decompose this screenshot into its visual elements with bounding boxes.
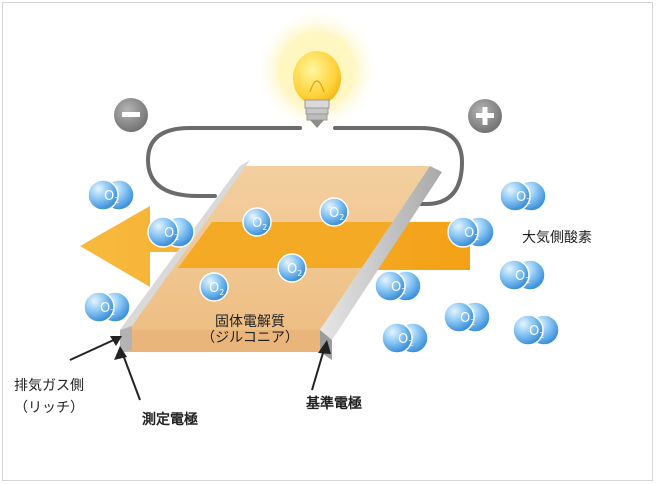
exhaust-gas-label: 排気ガス側 （リッチ） bbox=[14, 378, 84, 416]
electrolyte-label-line2: （ジルコニア） bbox=[201, 330, 299, 346]
oxygen-molecule-icon: O2 bbox=[381, 322, 429, 354]
oxygen-molecule-icon: O2 bbox=[199, 272, 229, 302]
oxygen-molecule-icon: O2 bbox=[83, 291, 131, 323]
oxygen-molecule-icon: O2 bbox=[374, 270, 422, 302]
oxygen-molecule-icon: O2 bbox=[242, 207, 272, 237]
oxygen-molecule-icon: O2 bbox=[512, 314, 560, 346]
exhaust-pointer-arrow bbox=[69, 336, 122, 361]
measuring-electrode-label: 測定電極 bbox=[142, 412, 198, 428]
electrolyte-label-line1: 固体電解質 bbox=[215, 314, 285, 330]
oxygen-molecule-icon: O2 bbox=[498, 259, 546, 291]
oxygen-molecule-icon: O2 bbox=[499, 180, 547, 212]
reference-electrode-plate bbox=[320, 166, 442, 340]
light-bulb-icon bbox=[293, 51, 341, 128]
electrolyte-label: 固体電解質 （ジルコニア） bbox=[175, 314, 325, 346]
oxygen-ion-band bbox=[178, 222, 398, 268]
exhaust-gas-label-line1: 排気ガス側 bbox=[14, 378, 84, 394]
measuring-electrode-base bbox=[120, 326, 132, 352]
oxygen-molecule-icon: O2 bbox=[87, 179, 135, 211]
measuring-electrode-pointer-arrow bbox=[114, 346, 141, 401]
reference-electrode-pointer-arrow bbox=[311, 340, 331, 391]
oxygen-molecule-icon: O2 bbox=[447, 216, 495, 248]
minus-terminal-icon bbox=[114, 98, 148, 132]
exhaust-gas-label-line2: （リッチ） bbox=[14, 400, 84, 416]
oxygen-molecule-icon: O2 bbox=[443, 301, 491, 333]
oxygen-molecule-icon: O2 bbox=[277, 253, 307, 283]
circuit-wire bbox=[145, 126, 465, 206]
plus-terminal-icon bbox=[468, 99, 502, 133]
oxygen-molecule-icon: O2 bbox=[147, 216, 195, 248]
atmosphere-oxygen-label: 大気側酸素 bbox=[522, 230, 592, 246]
reference-electrode-label: 基準電極 bbox=[306, 396, 362, 412]
oxygen-molecule-icon: O2 bbox=[319, 197, 349, 227]
electrolyte-front-face bbox=[120, 330, 320, 352]
